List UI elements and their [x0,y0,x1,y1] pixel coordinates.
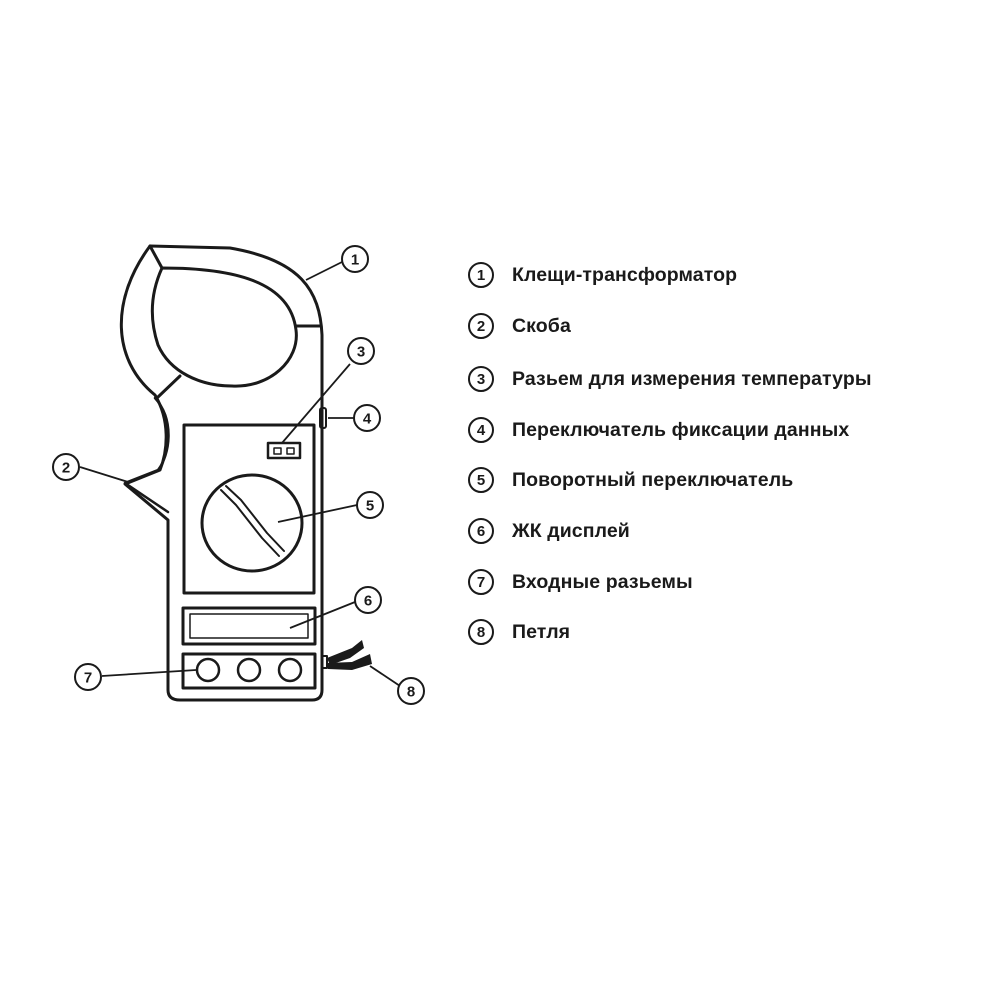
legend-number-1: 1 [468,262,494,288]
legend-number-4: 4 [468,417,494,443]
legend-label-8: Петля [512,620,571,643]
callout-6-marker [354,586,382,614]
legend-label-3: Разьем для измерения температуры [512,367,872,390]
callout-2-marker [52,453,80,481]
callout-8-marker [397,677,425,705]
legend-number-3: 3 [468,366,494,392]
svg-text:3: 3 [357,344,365,361]
legend-label-6: ЖК дисплей [512,519,630,542]
legend-label-5: Поворотный переключатель [512,468,794,491]
temp-jack [266,441,302,460]
legend-item-4: 4 Переключатель фиксации данных [468,413,849,447]
legend-item-8: 8 Петля [468,615,570,649]
trigger [123,396,170,514]
svg-text:6: 6 [364,593,372,610]
callout-3-marker [347,337,375,365]
legend-item-6: 6 ЖК дисплей [468,514,630,548]
legend-number-6: 6 [468,518,494,544]
clamp-jaw-inner [150,266,298,388]
callout-7-marker [74,663,102,691]
svg-text:7: 7 [84,670,92,687]
svg-text:4: 4 [363,411,372,428]
legend-number-7: 7 [468,569,494,595]
upper-panel [182,423,316,595]
legend-label-1: Клещи-трансформатор [512,263,738,286]
hold-switch [319,407,327,429]
legend-number-5: 5 [468,467,494,493]
callout-5-marker [356,491,384,519]
legend-item-2: 2 Скоба [468,309,571,343]
svg-text:5: 5 [366,498,374,515]
svg-text:2: 2 [62,460,70,477]
drawing-callouts [52,245,425,705]
callout-1-marker [341,245,369,273]
legend-item-5: 5 Поворотный переключатель [468,463,793,497]
rotary-switch [200,473,304,573]
input-jack-2 [236,657,262,683]
legend-item-1: 1 Клещи-трансформатор [468,258,737,292]
legend-number-2: 2 [468,313,494,339]
svg-text:1: 1 [351,252,359,269]
input-jack-1 [195,657,221,683]
legend-label-7: Входные разьемы [512,570,693,593]
legend-label-2: Скоба [512,314,571,337]
wrist-strap [327,640,372,670]
svg-text:8: 8 [407,684,415,701]
legend-label-4: Переключатель фиксации данных [512,418,850,441]
legend-item-7: 7 Входные разьемы [468,565,693,599]
clamp-jaw-outer [119,244,324,702]
legend-item-3: 3 Разьем для измерения температуры [468,362,872,396]
legend-number-8: 8 [468,619,494,645]
lcd-display [181,606,317,646]
callout-4-marker [353,404,381,432]
input-jack-3 [277,657,303,683]
